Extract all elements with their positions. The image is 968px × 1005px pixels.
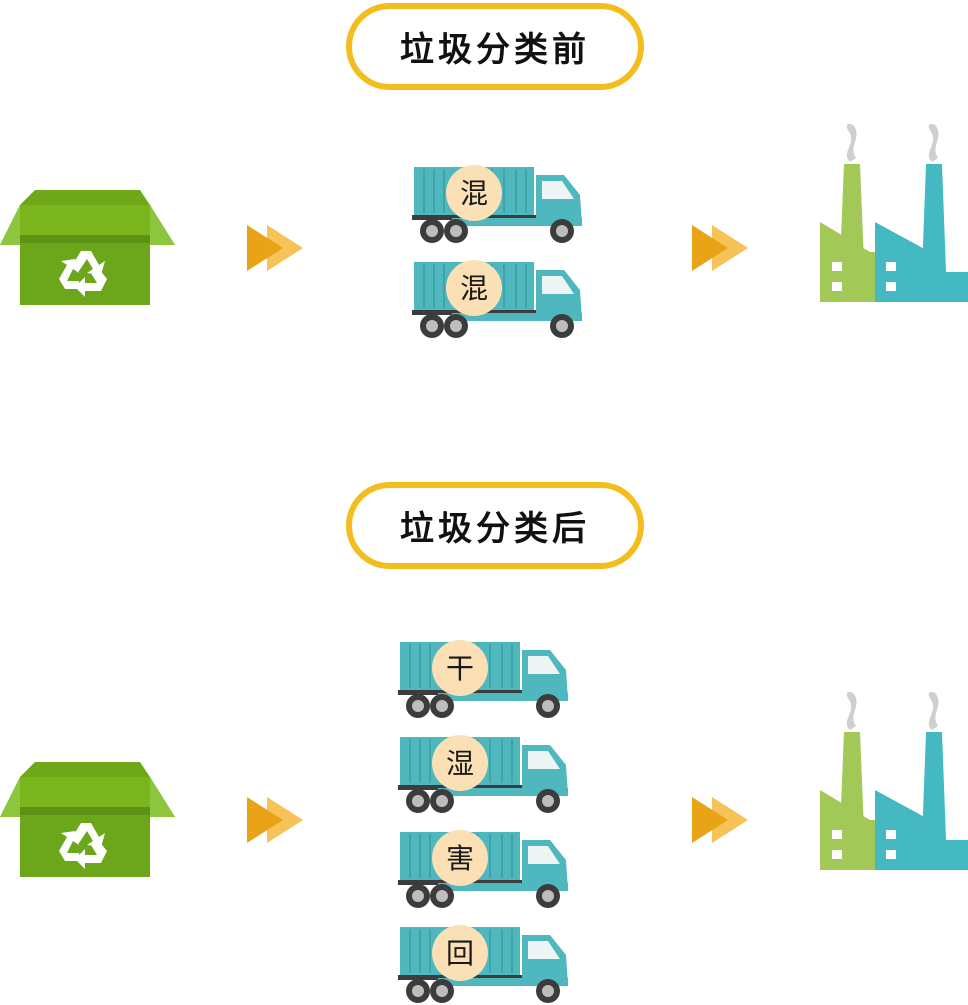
truck-icon: 回	[398, 925, 573, 1005]
truck-list-after: 干 湿 害 回	[398, 640, 573, 1005]
double-arrow-icon	[690, 795, 750, 845]
double-arrow-icon	[245, 223, 305, 273]
recycle-box-icon	[0, 757, 175, 877]
factory-icon	[820, 122, 968, 312]
truck-label: 湿	[446, 747, 474, 780]
truck-badge	[432, 830, 488, 886]
truck-list-before: 混 混	[412, 165, 587, 340]
truck-icon: 混	[412, 165, 587, 245]
section-title-before-text: 垃圾分类前	[400, 30, 590, 70]
double-arrow-icon	[245, 795, 305, 845]
section-title-after: 垃圾分类后	[346, 482, 644, 569]
truck-icon: 混	[412, 260, 587, 340]
truck-icon: 干	[398, 640, 573, 720]
truck-badge	[446, 260, 502, 316]
truck-badge	[432, 735, 488, 791]
double-arrow-icon	[690, 223, 750, 273]
truck-badge	[432, 925, 488, 981]
truck-label: 混	[460, 177, 488, 210]
section-title-before: 垃圾分类前	[346, 3, 644, 90]
truck-icon: 湿	[398, 735, 573, 815]
truck-label: 混	[460, 272, 488, 305]
factory-icon	[820, 690, 968, 880]
section-title-after-text: 垃圾分类后	[400, 509, 590, 549]
recycle-box-icon	[0, 185, 175, 305]
truck-badge	[446, 165, 502, 221]
truck-icon: 害	[398, 830, 573, 910]
truck-label: 回	[446, 937, 474, 970]
truck-badge	[432, 640, 488, 696]
truck-label: 害	[446, 842, 474, 875]
truck-label: 干	[446, 652, 474, 685]
